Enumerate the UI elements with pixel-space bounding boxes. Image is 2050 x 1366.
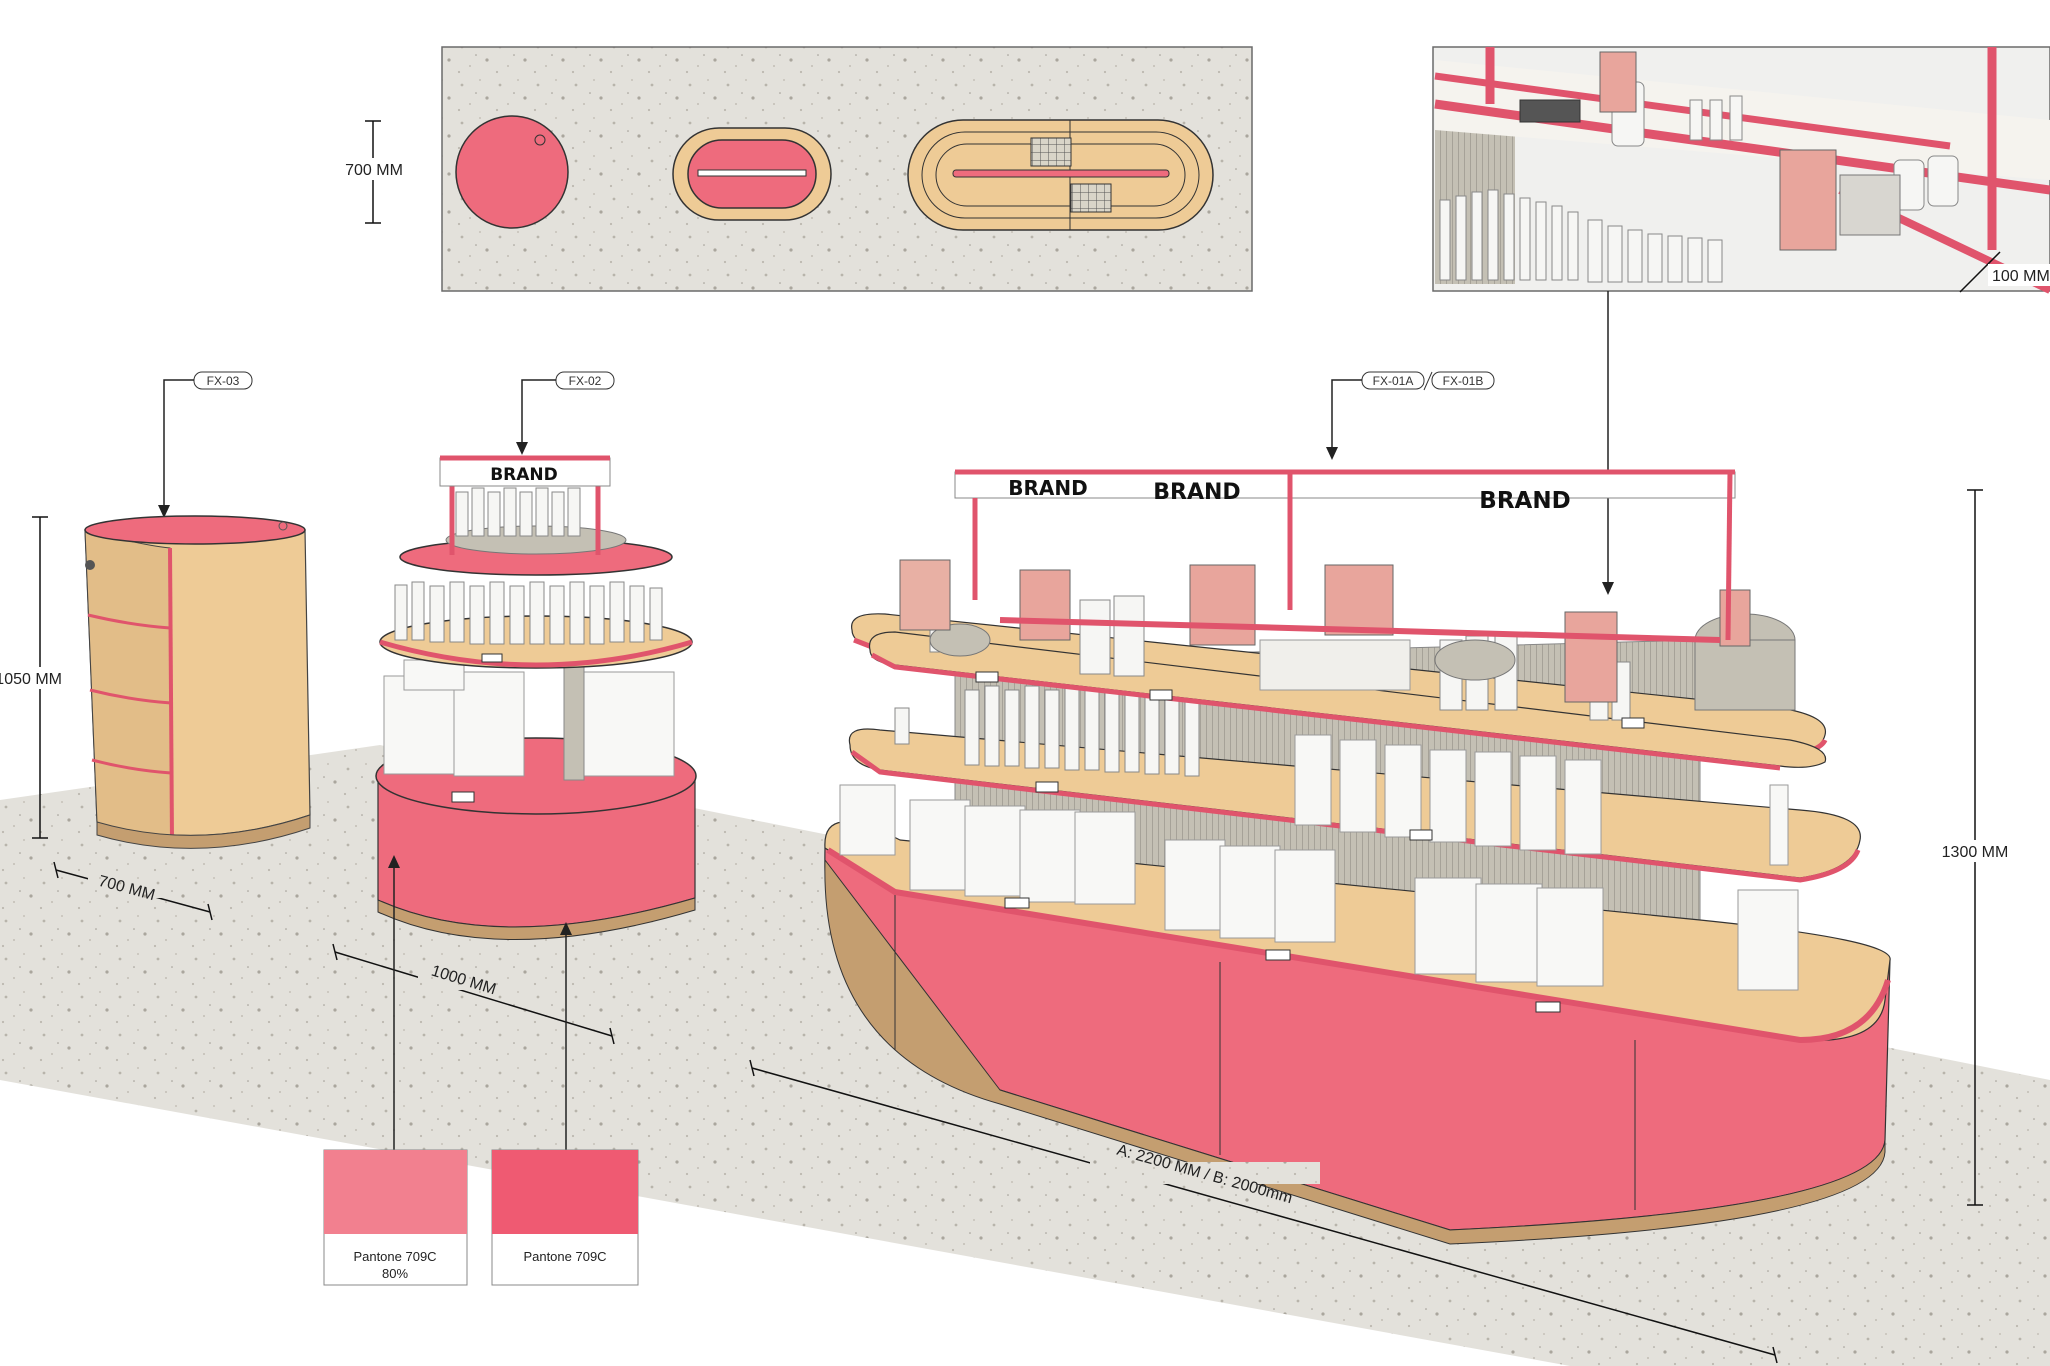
fx01-height-label: 1300 MM	[1942, 844, 2009, 861]
fixture-fx03: FX-03 1050 MM 700 MM	[0, 371, 311, 921]
plan-view-panel: 700 MM	[334, 46, 1253, 292]
swatch-pantone-709c: Pantone 709C	[491, 1149, 639, 1286]
plan-fx03-circle	[455, 115, 569, 229]
fixture-fx01: FX-01A FX-01B	[749, 371, 2022, 1364]
swatch-pantone-80: Pantone 709C 80%	[323, 1149, 468, 1286]
fx02-brand-sign: BRAND	[490, 465, 558, 485]
swatch-1-name: Pantone 709C	[353, 1249, 436, 1264]
fx01-brand-sign-1: BRAND	[1008, 476, 1087, 500]
fx03-height-label: 1050 MM	[0, 671, 62, 688]
swatch-1-tint: 80%	[382, 1266, 408, 1281]
fx01a-tag: FX-01A	[1373, 374, 1414, 388]
fixture-fx02: FX-02	[332, 371, 697, 1045]
detail-dim-label: 100 MM	[1992, 268, 2050, 285]
fx01b-tag: FX-01B	[1443, 374, 1484, 388]
fx01-brand-sign-2: BRAND	[1153, 480, 1240, 505]
detail-view-panel: 100 MM	[1432, 46, 2050, 294]
fx01-brand-sign-3: BRAND	[1479, 488, 1570, 514]
swatch-2-name: Pantone 709C	[523, 1249, 606, 1264]
fx03-tag: FX-03	[207, 374, 240, 388]
fx02-tag: FX-02	[569, 374, 602, 388]
plan-height-label: 700 MM	[345, 162, 403, 179]
